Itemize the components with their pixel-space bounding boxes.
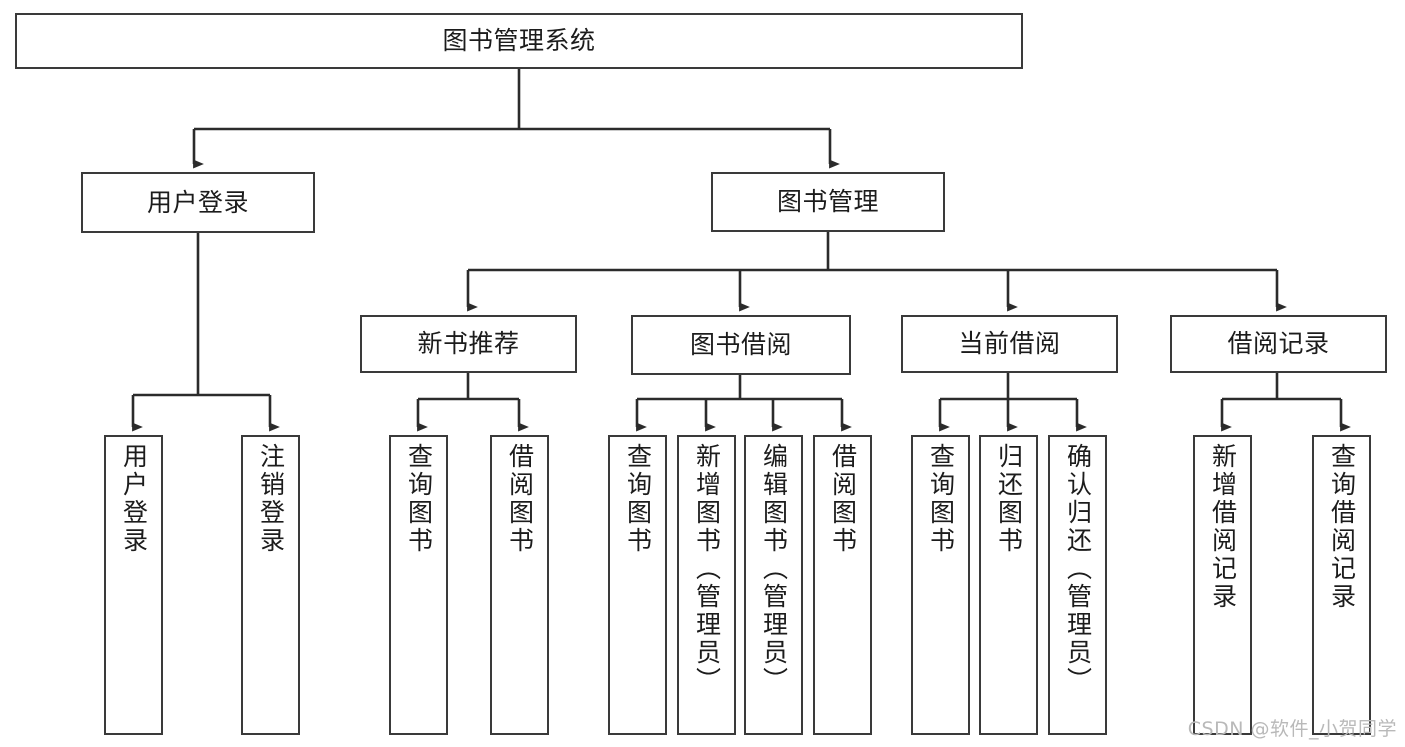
- node-current-borrowing[interactable]: 当前借阅: [901, 315, 1118, 373]
- node-book-management[interactable]: 图书管理: [711, 172, 945, 232]
- csdn-watermark: CSDN @软件_小贺同学: [1187, 718, 1397, 740]
- node-label: 借阅记录: [1227, 329, 1330, 359]
- node-user-login[interactable]: 用户登录: [81, 172, 315, 233]
- node-label: 当前借阅: [958, 329, 1061, 359]
- leaf-borrow-book-borrowing[interactable]: 借阅图书: [813, 435, 872, 735]
- node-label: 用户登录: [146, 187, 249, 217]
- node-label: 用户登录: [119, 443, 149, 555]
- node-borrowing-records[interactable]: 借阅记录: [1170, 315, 1387, 373]
- node-book-borrowing[interactable]: 图书借阅: [631, 315, 851, 375]
- node-label: 查询图书: [404, 443, 434, 555]
- node-label: 归还图书: [994, 443, 1024, 555]
- leaf-query-borrow-record[interactable]: 查询借阅记录: [1312, 435, 1371, 735]
- node-label: 借阅图书: [505, 443, 535, 555]
- node-label: 确认归还（管理员）: [1063, 443, 1093, 695]
- node-label: 查询图书: [926, 443, 956, 555]
- leaf-borrow-book-recommendation[interactable]: 借阅图书: [490, 435, 549, 735]
- node-label: 注销登录: [256, 443, 286, 555]
- node-label: 编辑图书（管理员）: [759, 443, 789, 695]
- node-label: 查询借阅记录: [1327, 443, 1357, 611]
- node-label: 图书借阅: [689, 330, 792, 360]
- leaf-add-borrow-record[interactable]: 新增借阅记录: [1193, 435, 1252, 735]
- leaf-query-book-current[interactable]: 查询图书: [911, 435, 970, 735]
- node-label: 新增借阅记录: [1208, 443, 1238, 611]
- node-label: 借阅图书: [828, 443, 858, 555]
- leaf-return-book[interactable]: 归还图书: [979, 435, 1038, 735]
- leaf-add-book-admin[interactable]: 新增图书（管理员）: [677, 435, 736, 735]
- leaf-confirm-return-admin[interactable]: 确认归还（管理员）: [1048, 435, 1107, 735]
- leaf-query-book-recommendation[interactable]: 查询图书: [389, 435, 448, 735]
- leaf-query-book-borrowing[interactable]: 查询图书: [608, 435, 667, 735]
- node-label: 图书管理系统: [442, 26, 596, 56]
- node-new-book-recommendation[interactable]: 新书推荐: [360, 315, 577, 373]
- node-label: 图书管理: [776, 187, 879, 217]
- node-label: 查询图书: [623, 443, 653, 555]
- node-label: 新增图书（管理员）: [692, 443, 722, 695]
- leaf-logout[interactable]: 注销登录: [241, 435, 300, 735]
- leaf-user-login[interactable]: 用户登录: [104, 435, 163, 735]
- node-root-book-management-system[interactable]: 图书管理系统: [15, 13, 1023, 69]
- leaf-edit-book-admin[interactable]: 编辑图书（管理员）: [744, 435, 803, 735]
- node-label: 新书推荐: [417, 329, 520, 359]
